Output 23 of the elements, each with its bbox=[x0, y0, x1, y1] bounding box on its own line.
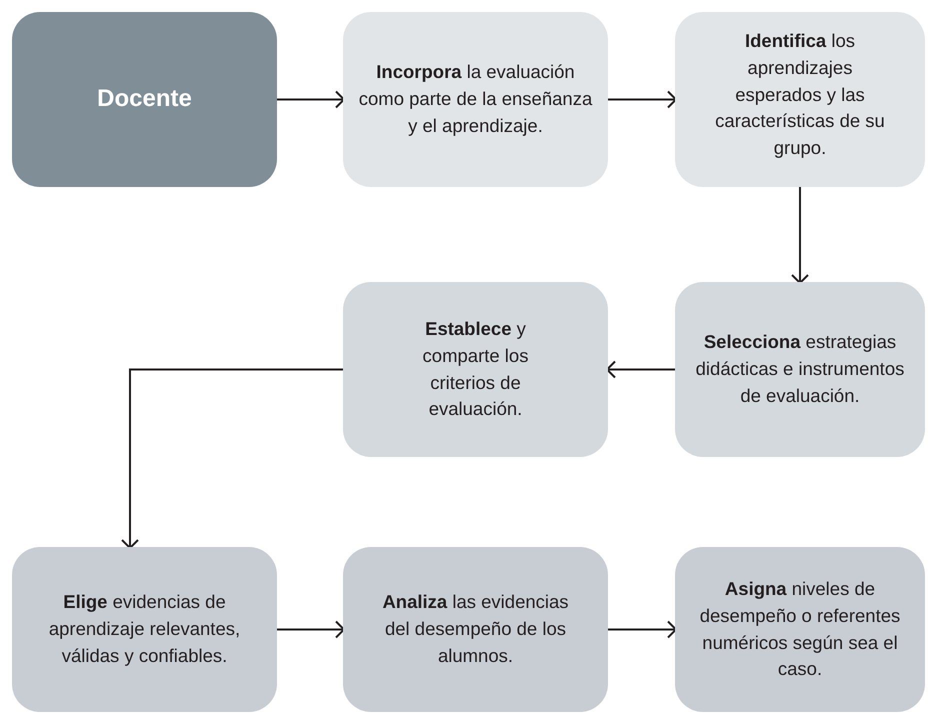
step-text: Incorpora la evaluación como parte de la enseñanza y el aprendizaje. bbox=[358, 60, 594, 138]
role-label: Docente bbox=[97, 84, 192, 114]
arrow bbox=[608, 90, 677, 108]
process-box bbox=[343, 282, 608, 457]
step-text: Asigna niveles de desempeño o referentes numéricos según sea el caso. bbox=[698, 576, 902, 682]
process-box bbox=[675, 12, 925, 187]
process-box bbox=[675, 547, 925, 712]
arrow bbox=[791, 187, 809, 284]
step-text: Establece y comparte los criterios de evaluación. bbox=[422, 316, 530, 422]
arrow bbox=[121, 368, 343, 549]
process-box bbox=[675, 282, 925, 457]
step-text: Elige evidencias de aprendizaje relevantes, válidas y confiables. bbox=[48, 590, 242, 668]
arrow bbox=[606, 360, 675, 378]
arrow bbox=[608, 620, 677, 638]
process-box bbox=[12, 547, 277, 712]
process-box bbox=[343, 12, 608, 187]
arrow bbox=[277, 90, 345, 108]
process-box bbox=[343, 547, 608, 712]
step-text: Selecciona estrategias didácticas e instrumentos de evaluación. bbox=[694, 330, 906, 408]
process-box bbox=[12, 12, 277, 187]
arrow bbox=[277, 620, 345, 638]
step-text: Analiza las evidencias del desempeño de los alumnos. bbox=[381, 590, 570, 668]
step-text: Identifica los aprendizajes esperados y las características de su grupo. bbox=[714, 29, 886, 160]
